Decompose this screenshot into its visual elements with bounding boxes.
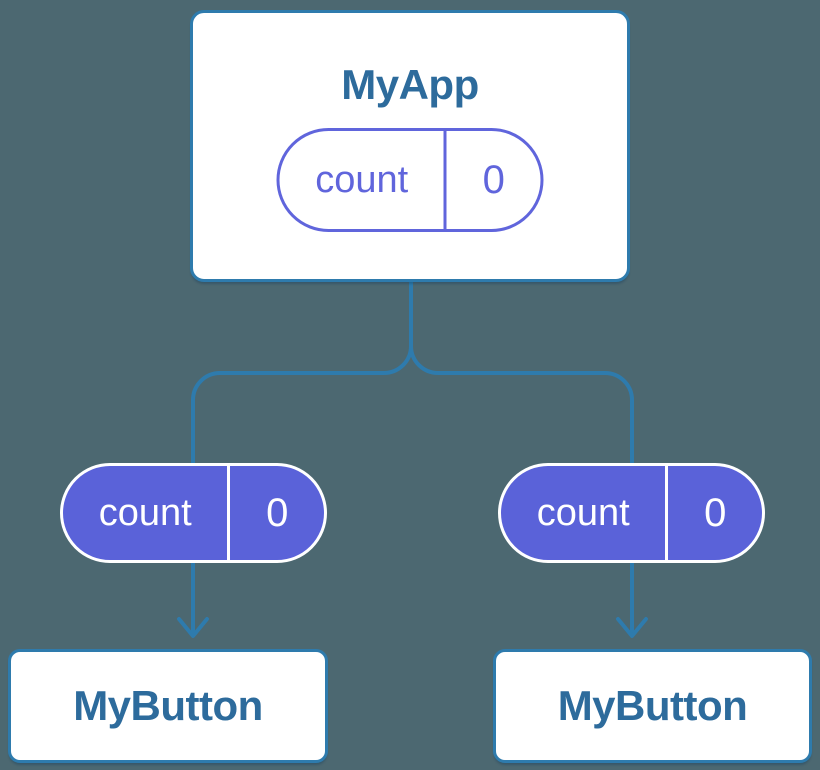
- node-mybutton-left: MyButton: [8, 649, 328, 763]
- node-mybutton-right: MyButton: [493, 649, 812, 763]
- node-mybutton-left-title: MyButton: [73, 682, 263, 729]
- arrow-down-right-icon: [616, 617, 648, 638]
- state-name: count: [280, 131, 447, 229]
- state-pill-myapp: count 0: [276, 128, 544, 232]
- state-value: 0: [704, 490, 727, 535]
- arrow-down-left-icon: [177, 617, 209, 638]
- node-mybutton-right-title: MyButton: [557, 682, 748, 729]
- connector-left-branch: [191, 279, 413, 635]
- state-name: count: [501, 466, 669, 560]
- state-value: 0: [482, 157, 505, 202]
- state-pill-right: count 0: [498, 463, 765, 563]
- node-myapp: MyApp count 0: [190, 10, 630, 282]
- connector-right-branch: [409, 279, 634, 635]
- state-pill-left: count 0: [60, 463, 327, 563]
- node-myapp-title: MyApp: [341, 61, 479, 108]
- state-value: 0: [266, 490, 289, 535]
- state-name: count: [63, 466, 231, 560]
